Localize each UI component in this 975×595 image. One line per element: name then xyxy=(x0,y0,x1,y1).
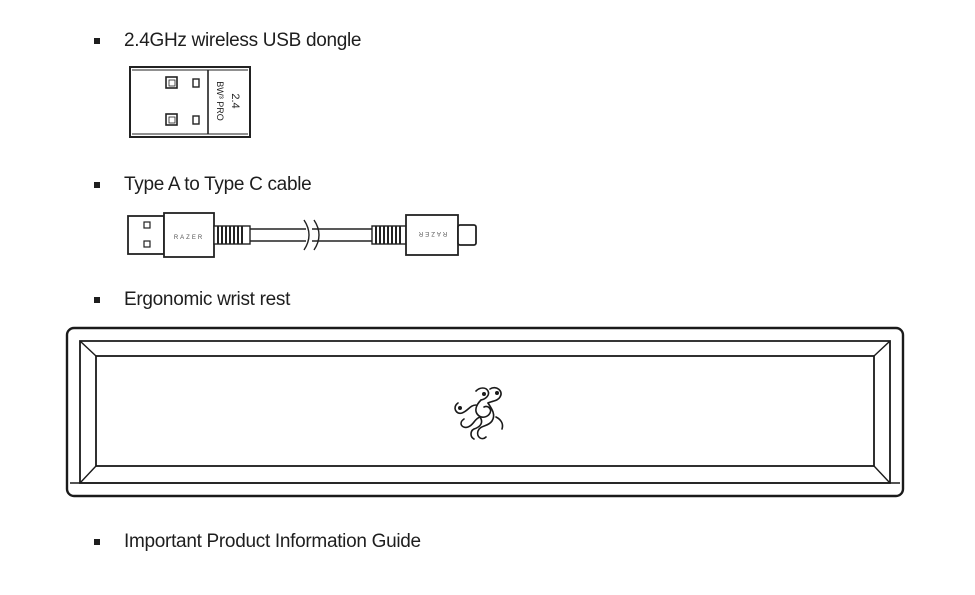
item-label: Important Product Information Guide xyxy=(124,531,421,552)
dongle-label-top: 2.4 xyxy=(229,93,241,108)
list-item-cable: Type A to Type C cable xyxy=(94,174,312,196)
item-label: Ergonomic wrist rest xyxy=(124,289,291,310)
usb-dongle-icon: 2.4 BW³ PRO xyxy=(129,66,251,138)
bullet-icon xyxy=(94,38,100,44)
cable-brand-c: RAZER xyxy=(417,230,447,236)
bullet-icon xyxy=(94,539,100,545)
bullet-icon xyxy=(94,297,100,303)
bullet-icon xyxy=(94,182,100,188)
cable-brand-a: RAZER xyxy=(174,235,204,241)
item-label: 2.4GHz wireless USB dongle xyxy=(124,30,362,51)
dongle-label-bottom: BW³ PRO xyxy=(215,81,225,121)
item-label: Type A to Type C cable xyxy=(124,174,312,195)
usb-cable-icon: RAZER RAZER xyxy=(127,212,477,258)
razer-logo-icon xyxy=(454,386,504,440)
list-item-dongle: 2.4GHz wireless USB dongle xyxy=(94,30,362,52)
wrist-rest-icon xyxy=(65,326,905,498)
list-item-guide: Important Product Information Guide xyxy=(94,531,421,553)
list-item-wrist-rest: Ergonomic wrist rest xyxy=(94,289,290,311)
